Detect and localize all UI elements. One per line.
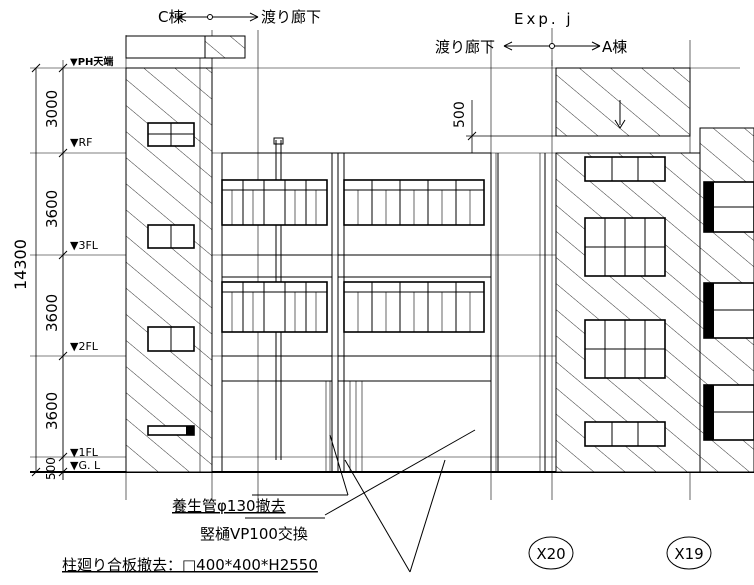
dim-3fl: 3600 bbox=[43, 190, 61, 228]
a-window bbox=[584, 319, 666, 379]
dim-total: 14300 bbox=[11, 239, 30, 290]
grid-markers: X20 X19 bbox=[528, 536, 712, 570]
c-arrow-node bbox=[207, 14, 213, 20]
dim-2fl: 3600 bbox=[43, 294, 61, 332]
dim-rf: 3000 bbox=[43, 90, 61, 128]
tower-small-window bbox=[147, 425, 195, 436]
tower-window bbox=[147, 224, 195, 249]
notes: 養生管φ130撤去 竪樋VP100交換 柱廻り合板撤去：□400*400*H25… bbox=[62, 497, 318, 574]
grid-label-x20: X20 bbox=[536, 545, 565, 563]
parapet-dimension: 500 bbox=[452, 100, 556, 153]
c-arrow-heads bbox=[177, 12, 259, 22]
window-band-2f-right bbox=[343, 281, 485, 333]
tower-window bbox=[147, 122, 195, 147]
window-band-2f-left bbox=[221, 281, 328, 333]
dim-gl: 500 bbox=[44, 457, 58, 480]
level-1fl: ▼1FL bbox=[70, 446, 99, 459]
level-labels: ▼PH天端 ▼RF ▼3FL ▼2FL ▼1FL ▼G. L bbox=[70, 55, 113, 472]
dim-1fl: 3600 bbox=[43, 392, 61, 430]
note-pipe-removal: 養生管φ130撤去 bbox=[172, 497, 286, 515]
c-building-label: C棟 bbox=[158, 8, 183, 26]
note-plywood-removal: 柱廻り合板撤去：□400*400*H2550 bbox=[62, 556, 318, 574]
a-window-top bbox=[584, 156, 666, 182]
a-window bbox=[584, 217, 666, 277]
tower-window bbox=[147, 326, 195, 352]
level-3fl: ▼3FL bbox=[70, 239, 99, 252]
level-2fl: ▼2FL bbox=[70, 340, 99, 353]
leader-lines bbox=[245, 429, 476, 573]
a-far-windows bbox=[703, 181, 754, 441]
level-gl: ▼G. L bbox=[70, 459, 101, 472]
window-band-3f-right bbox=[343, 179, 485, 226]
level-rf: ▼RF bbox=[70, 136, 92, 149]
level-ph: ▼PH天端 bbox=[70, 55, 113, 68]
grid-marker-x19 bbox=[666, 536, 712, 570]
a-arrow-heads bbox=[503, 41, 601, 51]
note-downpipe-replace: 竪樋VP100交換 bbox=[200, 525, 308, 543]
grid-label-x19: X19 bbox=[674, 545, 703, 563]
dim-parapet: 500 bbox=[452, 101, 468, 128]
left-tower bbox=[125, 35, 246, 473]
corridor-right-label: 渡り廊下 bbox=[435, 38, 495, 56]
corridor-left-label: 渡り廊下 bbox=[261, 8, 321, 26]
a-building-label: A棟 bbox=[602, 38, 627, 56]
a-arrow-node bbox=[549, 43, 555, 49]
dimension-chain: 14300 3000 3600 3600 3600 500 bbox=[11, 63, 68, 480]
window-band-3f-left bbox=[221, 179, 328, 226]
right-building bbox=[555, 67, 754, 473]
top-labels: C棟 渡り廊下 Exp. j 渡り廊下 A棟 bbox=[158, 8, 627, 66]
a-window-bottom bbox=[584, 421, 666, 447]
exp-joint-label: Exp. j bbox=[514, 10, 574, 28]
grid-marker-x20 bbox=[528, 536, 574, 570]
